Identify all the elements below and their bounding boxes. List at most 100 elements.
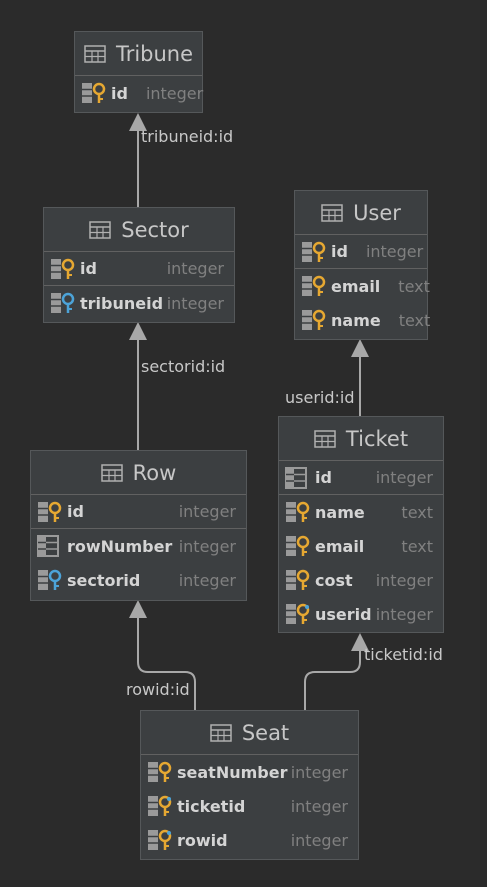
entity-header: Ticket <box>279 417 443 461</box>
primary-key-column-icon <box>302 241 326 262</box>
column-row[interactable]: email text <box>295 269 430 303</box>
foreign-key-column-icon <box>286 603 310 624</box>
entity-seat[interactable]: Seat seatNumber integer ticketid integer… <box>140 710 359 860</box>
entity-sector[interactable]: Sector id integer tribuneid integer <box>43 207 235 323</box>
column-row[interactable]: rowid integer <box>141 823 358 857</box>
table-icon <box>100 463 123 482</box>
table-icon <box>84 44 106 63</box>
column-type: text <box>401 502 433 522</box>
relation-label-seat-ticket: ticketid:id <box>364 645 443 664</box>
column-row[interactable]: id integer <box>44 252 234 286</box>
link-seat-ticket <box>304 648 361 710</box>
table-icon <box>210 723 232 742</box>
column-type: integer <box>375 468 433 487</box>
column-row[interactable]: seatNumber integer <box>141 755 358 789</box>
arrow-to-row <box>129 600 147 618</box>
column-name: sectorid <box>67 570 141 590</box>
primary-key-column-icon <box>51 258 75 279</box>
column-row[interactable]: sectorid integer <box>31 563 246 597</box>
column-row[interactable]: name text <box>295 303 430 337</box>
column-name: id <box>111 83 128 103</box>
column-name: rowid <box>177 830 228 850</box>
column-row[interactable]: ticketid integer <box>141 789 358 823</box>
arrow-to-user <box>351 339 369 357</box>
foreign-key-column-icon <box>148 795 172 816</box>
column-type: integer <box>375 604 433 624</box>
foreign-key-column-icon <box>148 829 172 850</box>
relation-label-ticket-user: userid:id <box>285 388 355 407</box>
column-type: integer <box>145 83 204 103</box>
column-type: text <box>398 276 430 296</box>
column-type: text <box>398 310 431 330</box>
column-name: id <box>67 502 84 521</box>
link-seat-row <box>137 616 196 710</box>
column-row[interactable]: name text <box>279 495 443 529</box>
entity-ticket[interactable]: Ticket id integer name text email text c… <box>278 416 444 633</box>
relation-label-row-sector: sectorid:id <box>141 357 226 376</box>
column-icon <box>285 466 307 489</box>
entity-title: Row <box>132 460 177 485</box>
entity-title: Seat <box>241 720 290 745</box>
column-row[interactable]: rowNumber integer <box>31 529 246 563</box>
column-type: integer <box>178 570 236 590</box>
entity-user[interactable]: User id integer email text name text <box>294 190 430 340</box>
key-column-icon <box>286 501 310 522</box>
column-row[interactable]: userid integer <box>279 597 443 631</box>
column-type: integer <box>178 536 236 556</box>
column-type: text <box>401 536 433 556</box>
key-column-icon <box>302 309 326 330</box>
column-row[interactable]: email text <box>279 529 443 563</box>
column-name: id <box>80 259 97 278</box>
column-name: tribuneid <box>80 293 164 313</box>
entity-header: User <box>295 191 427 235</box>
column-row[interactable]: id integer <box>75 76 203 110</box>
arrow-to-sector <box>129 322 147 340</box>
primary-key-column-icon <box>38 501 62 522</box>
column-row[interactable]: cost integer <box>279 563 443 597</box>
table-icon <box>314 429 336 448</box>
column-type: integer <box>290 830 348 850</box>
entity-title: Ticket <box>345 426 409 451</box>
column-name: seatNumber <box>177 762 288 782</box>
column-name: cost <box>315 570 353 590</box>
entity-title: Tribune <box>115 41 194 66</box>
column-name: email <box>315 536 365 556</box>
arrow-to-tribune <box>129 113 147 131</box>
key-column-icon <box>302 275 326 296</box>
relation-label-seat-row: rowid:id <box>126 680 190 699</box>
column-type: integer <box>166 293 224 313</box>
arrow-to-ticket <box>351 633 369 651</box>
column-name: userid <box>315 604 372 624</box>
entity-tribune[interactable]: Tribune id integer <box>74 31 203 113</box>
column-type: integer <box>375 570 433 590</box>
column-name: name <box>315 502 365 522</box>
entity-row[interactable]: Row id integer rowNumber integer sectori… <box>30 450 247 601</box>
column-type: integer <box>365 242 424 261</box>
foreign-key-column-icon <box>38 569 62 590</box>
column-name: name <box>331 310 381 330</box>
entity-title: Sector <box>121 217 189 242</box>
entity-title: User <box>353 200 401 225</box>
column-name: email <box>331 276 381 296</box>
entity-header: Tribune <box>75 32 202 76</box>
column-type: integer <box>166 259 224 278</box>
key-column-icon <box>148 761 172 782</box>
column-row[interactable]: tribuneid integer <box>44 286 234 320</box>
table-icon <box>321 203 343 222</box>
relation-label-sector-tribune: tribuneid:id <box>141 127 234 146</box>
column-icon <box>37 535 59 557</box>
column-row[interactable]: id integer <box>31 495 246 529</box>
column-type: integer <box>290 796 348 816</box>
column-name: id <box>331 242 348 261</box>
entity-header: Row <box>31 451 246 495</box>
entity-header: Sector <box>44 208 234 252</box>
column-row[interactable]: id integer <box>295 235 427 269</box>
key-column-icon <box>286 535 310 556</box>
key-column-icon <box>286 569 310 590</box>
primary-key-column-icon <box>82 82 106 103</box>
column-type: integer <box>290 762 348 782</box>
foreign-key-column-icon <box>51 292 75 313</box>
column-row[interactable]: id integer <box>279 461 443 495</box>
column-name: rowNumber <box>67 536 173 556</box>
